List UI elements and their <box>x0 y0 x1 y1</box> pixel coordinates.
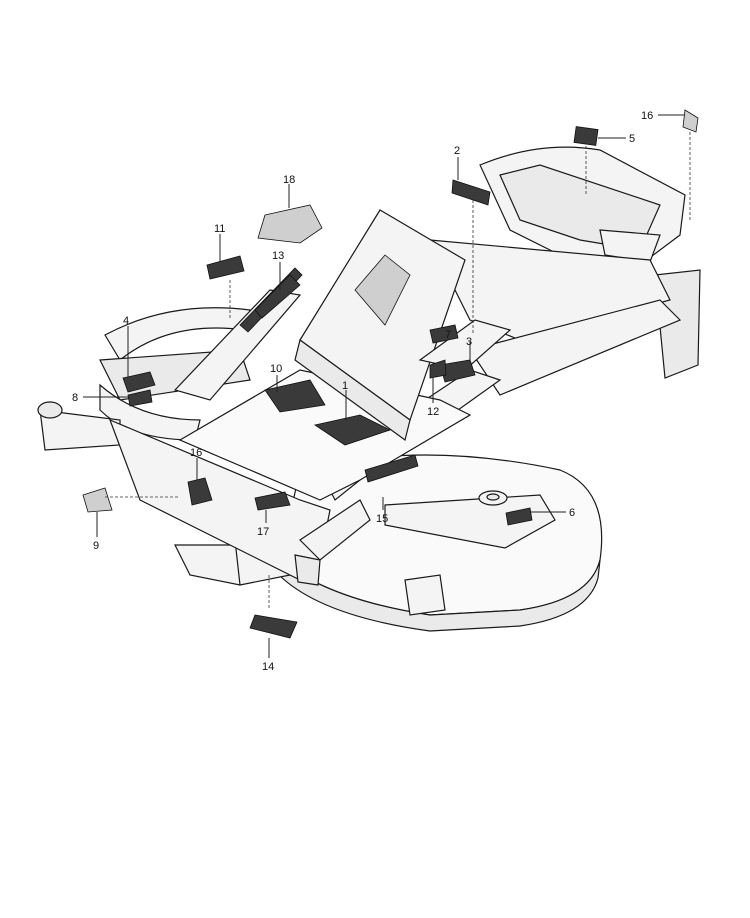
callout-2: 2 <box>454 145 460 157</box>
leader-lines <box>83 114 691 658</box>
decal-4 <box>122 371 156 393</box>
decal-2 <box>451 179 491 206</box>
callout-16-left: 16 <box>190 447 202 459</box>
callout-16-right: 16 <box>641 110 653 122</box>
mower-deck <box>174 454 603 632</box>
callout-9: 9 <box>93 540 99 552</box>
decal-parts <box>82 109 699 639</box>
decal-9 <box>82 487 113 513</box>
callout-11: 11 <box>214 223 225 235</box>
callout-12: 12 <box>427 406 439 418</box>
callout-10: 10 <box>270 363 282 375</box>
decal-8 <box>127 389 153 407</box>
decal-1 <box>313 414 392 446</box>
decal-16a <box>187 477 213 506</box>
decal-15 <box>364 454 419 483</box>
callout-18: 18 <box>283 174 295 186</box>
decal-16b <box>682 109 699 133</box>
callout-15: 15 <box>376 513 388 525</box>
decal-14 <box>249 614 298 639</box>
decal-12 <box>429 359 447 379</box>
callout-17: 17 <box>257 526 269 538</box>
decal-11 <box>206 255 245 280</box>
decal-6 <box>505 507 533 526</box>
decal-10 <box>264 379 326 413</box>
callout-1: 1 <box>342 380 348 392</box>
decal-7 <box>429 324 459 344</box>
callout-labels: 1 2 3 4 5 6 7 8 9 10 11 12 13 14 15 16 1… <box>72 110 653 673</box>
decal-5 <box>573 126 599 146</box>
callout-7: 7 <box>445 329 451 341</box>
decal-13 <box>254 274 301 319</box>
callout-8: 8 <box>72 392 78 404</box>
callout-6: 6 <box>569 507 575 519</box>
callout-3: 3 <box>466 336 472 348</box>
callout-13: 13 <box>272 250 284 262</box>
decal-18 <box>257 204 323 244</box>
callout-4: 4 <box>123 315 129 327</box>
decal-17 <box>254 491 291 511</box>
callout-5: 5 <box>629 133 635 145</box>
callout-14: 14 <box>262 661 274 673</box>
decal-3 <box>439 359 476 383</box>
mower-frame <box>37 146 701 586</box>
